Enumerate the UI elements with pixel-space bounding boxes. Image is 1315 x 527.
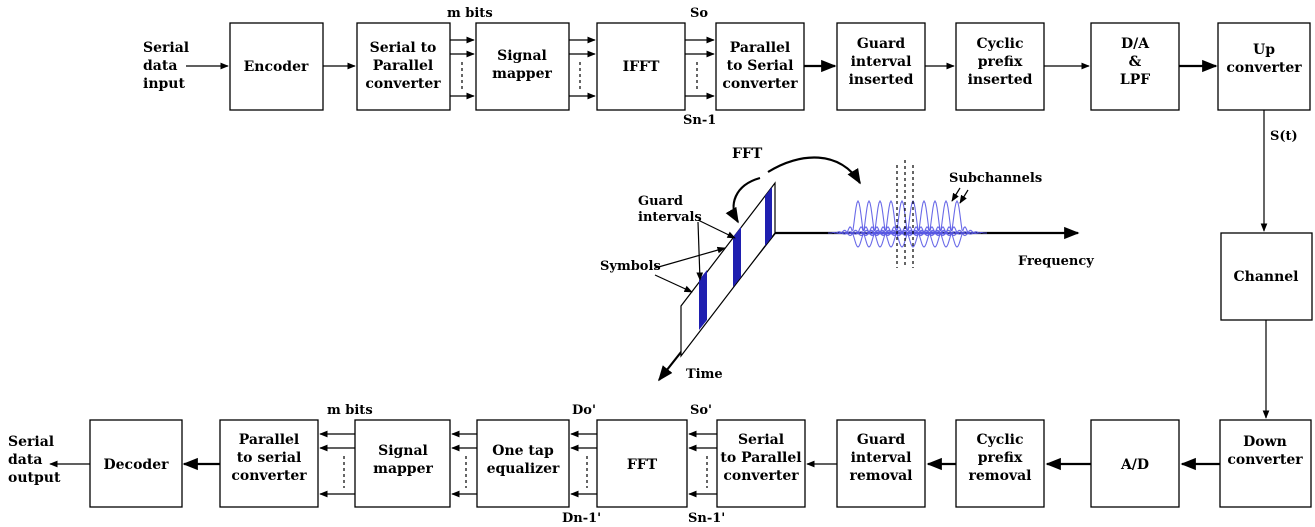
subchannel-wave bbox=[927, 199, 987, 235]
symbols-label: Symbols bbox=[600, 259, 661, 274]
subchannels-label: Subchannels bbox=[949, 171, 1042, 186]
subchannel-wave bbox=[894, 199, 954, 235]
fft-curve-arrow-left bbox=[725, 176, 761, 224]
dn1-prime-label: Dn-1' bbox=[562, 511, 601, 526]
guard-interval-bar bbox=[699, 270, 707, 330]
symbol-strip bbox=[680, 181, 776, 358]
tx-parallel-lines-1 bbox=[450, 36, 475, 100]
tx-m-bits-label: m bits bbox=[447, 6, 493, 21]
channel-block: Channel bbox=[1220, 232, 1313, 321]
guard-interval-bar bbox=[733, 227, 741, 287]
rx-parallel-lines-3 bbox=[451, 430, 477, 498]
encoder-block: Encoder bbox=[229, 22, 324, 111]
rx-parallel-lines-4 bbox=[319, 430, 355, 498]
svg-text:D/A&LPF: D/A&LPF bbox=[1120, 36, 1150, 88]
tx-parallel-lines-2 bbox=[569, 36, 596, 100]
subchannel-wave bbox=[883, 199, 943, 235]
da-lpf-block: D/A&LPF bbox=[1090, 22, 1180, 111]
sn1-label: Sn-1 bbox=[683, 113, 716, 128]
guard-interval-bar bbox=[765, 187, 772, 246]
rx-parallel-lines-1 bbox=[688, 430, 717, 498]
subchannel-wave bbox=[839, 199, 899, 235]
svg-text:Channel: Channel bbox=[1234, 269, 1299, 285]
s0-prime-label: So' bbox=[690, 403, 712, 418]
ad-block: A/D bbox=[1090, 419, 1180, 508]
subchannel-waves bbox=[828, 199, 987, 248]
rx-m-bits-label: m bits bbox=[327, 403, 373, 418]
subchannel-wave bbox=[828, 199, 888, 235]
fft-block: FFT bbox=[596, 419, 688, 508]
subchannel-wave bbox=[905, 199, 965, 235]
svg-text:Decoder: Decoder bbox=[104, 457, 170, 473]
s0-label: So bbox=[690, 6, 708, 21]
sn1-prime-label: Sn-1' bbox=[688, 511, 725, 526]
decoder-block: Decoder bbox=[89, 419, 183, 508]
subchannel-wave bbox=[861, 199, 921, 235]
fft-illus-label: FFT bbox=[732, 146, 763, 162]
st-label: S(t) bbox=[1270, 129, 1298, 144]
time-label: Time bbox=[686, 367, 723, 382]
tx-parallel-lines-3 bbox=[685, 36, 715, 100]
rx-parallel-lines-2 bbox=[570, 430, 597, 498]
subchannel-wave bbox=[916, 199, 976, 235]
svg-text:Encoder: Encoder bbox=[244, 59, 309, 75]
frequency-label: Frequency bbox=[1018, 254, 1094, 269]
fft-curve-arrow-right bbox=[767, 156, 861, 185]
subchannel-wave bbox=[872, 199, 932, 235]
svg-text:FFT: FFT bbox=[627, 457, 658, 473]
ifft-block: IFFT bbox=[596, 22, 686, 111]
svg-text:IFFT: IFFT bbox=[623, 59, 660, 75]
subchannel-wave-lower bbox=[933, 232, 981, 248]
svg-text:A/D: A/D bbox=[1120, 457, 1149, 473]
d0-prime-label: Do' bbox=[572, 403, 596, 418]
subchannel-wave bbox=[850, 199, 910, 235]
